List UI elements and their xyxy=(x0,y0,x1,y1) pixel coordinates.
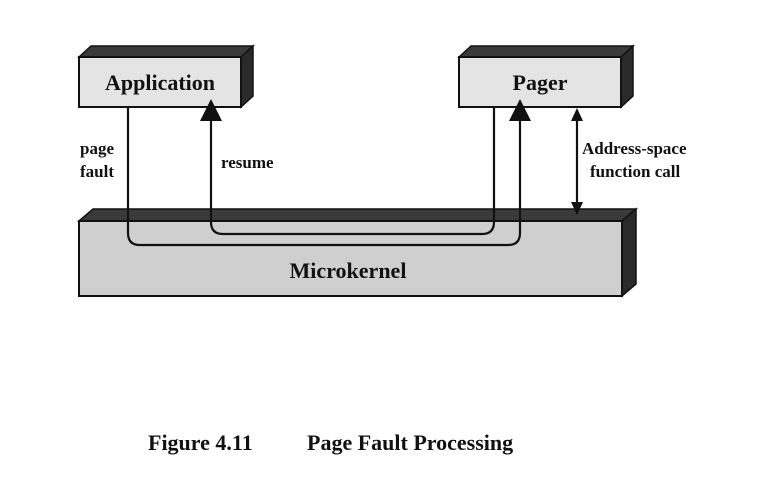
application-label: Application xyxy=(105,70,215,95)
application-box-top xyxy=(77,45,255,58)
application-box-front xyxy=(78,56,242,108)
microkernel-box: Microkernel xyxy=(76,207,639,298)
figure-title: Page Fault Processing xyxy=(307,430,513,455)
microkernel-box-top xyxy=(76,208,639,222)
address-space-arrowhead-up xyxy=(571,108,583,121)
resume-label: resume xyxy=(221,153,274,172)
address-space-label-line2: function call xyxy=(590,162,680,181)
microkernel-box-side xyxy=(621,207,637,298)
pager-box-front xyxy=(458,56,622,108)
pager-box-top xyxy=(457,45,635,58)
address-space-arrowhead-down xyxy=(571,202,583,215)
figure-number: Figure 4.11 xyxy=(148,430,253,455)
address-space-label-line1: Address-space xyxy=(582,139,687,158)
pager-box-side xyxy=(620,44,634,109)
page-fault-path xyxy=(126,99,531,247)
pager-box: Pager xyxy=(457,44,635,109)
pager-label: Pager xyxy=(513,70,568,95)
application-box-side xyxy=(240,44,254,109)
application-box: Application xyxy=(77,44,255,109)
resume-path xyxy=(200,99,496,236)
page-fault-label-line2: fault xyxy=(80,162,114,181)
microkernel-label: Microkernel xyxy=(290,258,407,283)
page-fault-label-line1: page xyxy=(80,139,114,158)
